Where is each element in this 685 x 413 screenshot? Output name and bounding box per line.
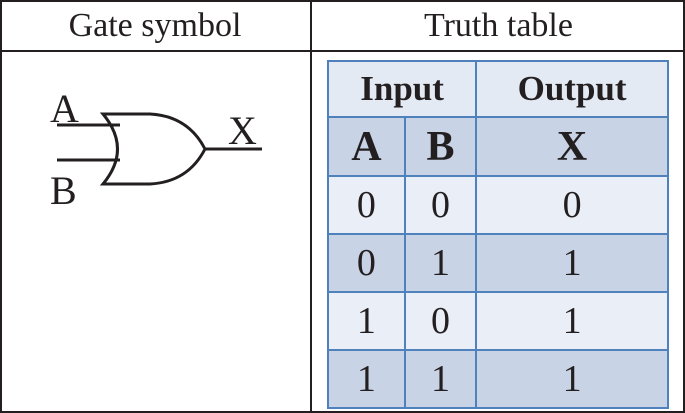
table-row: Input Output (326, 60, 669, 118)
table-cell: 1 (403, 349, 478, 409)
truth-table-header: Truth table (424, 7, 573, 44)
column-divider (310, 0, 312, 413)
table-cell: 0 (327, 175, 406, 235)
table-cell: 1 (475, 233, 669, 293)
gate-symbol-header: Gate symbol (68, 7, 242, 44)
table-cell: 1 (475, 349, 669, 409)
input-b-label: B (50, 168, 77, 213)
table-cell: 0 (327, 233, 406, 293)
or-gate-icon (57, 112, 262, 186)
table-cell: 0 (403, 175, 478, 235)
output-group-header: Output (475, 60, 669, 118)
column-header-a: A (327, 116, 406, 177)
table-cell: 1 (327, 349, 406, 409)
column-header-b: B (403, 116, 478, 177)
or-gate-diagram: A B X (50, 86, 262, 213)
table-cell: 0 (475, 175, 669, 235)
table-row: 0 1 1 (327, 233, 669, 293)
table-cell: 1 (327, 291, 406, 351)
column-header-x: X (475, 116, 669, 177)
table-cell: 1 (403, 233, 478, 293)
output-x-label: X (228, 108, 257, 153)
table-row: 1 0 1 (327, 291, 669, 351)
input-a-label: A (50, 86, 79, 131)
header-divider (0, 50, 685, 52)
or-gate-body (99, 112, 207, 186)
table-row: 0 0 0 (327, 175, 669, 235)
table-row: 1 1 1 (327, 349, 669, 409)
table-cell: 0 (403, 291, 478, 351)
table-cell: 1 (475, 291, 669, 351)
input-group-header: Input (326, 60, 478, 118)
truth-table: Input Output A B X 0 0 0 0 1 1 1 0 1 1 1… (326, 60, 669, 409)
table-row: A B X (327, 116, 669, 177)
